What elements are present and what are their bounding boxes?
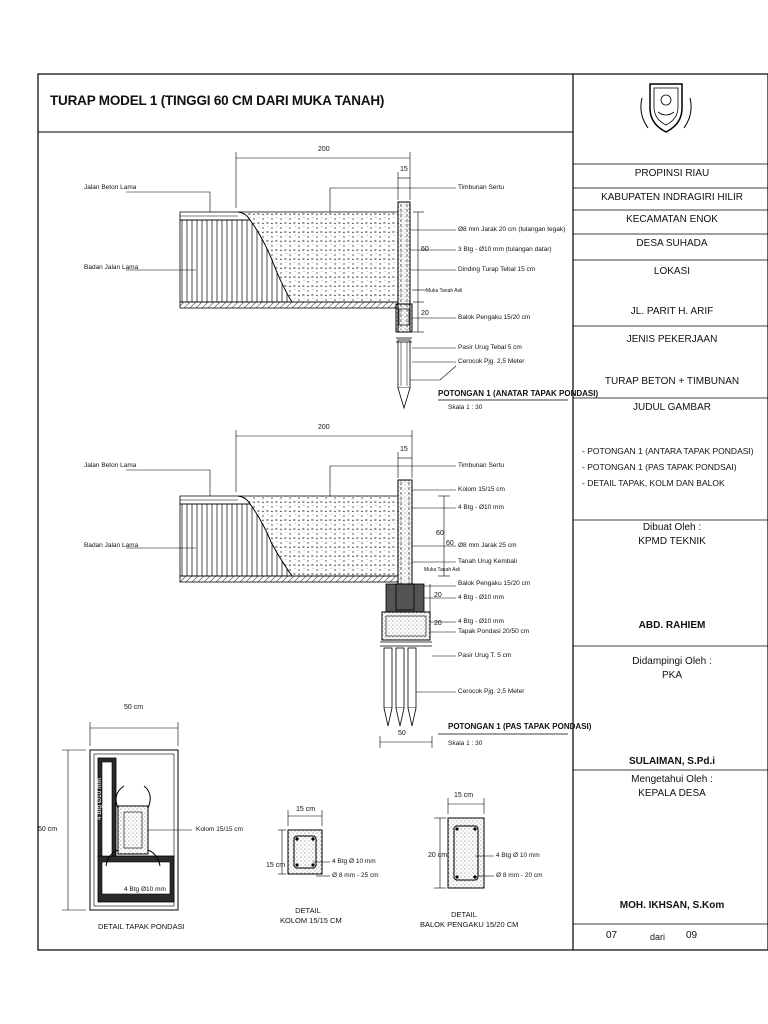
label-beam-stirrup: Ø 8 mm - 20 cm: [496, 872, 543, 879]
label-foot: Tapak Pondasi 20/50 cm: [458, 628, 530, 635]
label-foot-column: Kolom 15/15 cm: [196, 826, 243, 833]
section-2-drawing: [126, 430, 568, 748]
detail-beam-caption-2: BALOK PENGAKU 15/20 CM: [420, 920, 519, 929]
district-text: KECAMATAN ENOK: [626, 214, 718, 225]
section-1-scale: Skala 1 : 30: [448, 404, 483, 411]
sheet-of-text: dari: [650, 932, 666, 942]
dim-wall: 15: [400, 446, 408, 453]
sheet-total: 09: [686, 930, 698, 941]
dim-foot-height: 50 cm: [38, 826, 58, 833]
label-pile: Cerocok Pjg. 2,5 Meter: [458, 688, 525, 695]
dim-col-height: 15 cm: [266, 862, 286, 869]
label-ground: Muka Tanah Asli: [424, 567, 461, 573]
village-text: DESA SUHADA: [636, 238, 708, 249]
label-fill: Timbunan Sertu: [458, 184, 505, 191]
approved-label: Mengetahui Oleh :: [631, 774, 713, 785]
dim-width: 200: [318, 424, 330, 431]
detail-column-caption-1: DETAIL: [295, 906, 321, 915]
dim-base: 50: [398, 730, 406, 737]
label-rebar-h: 3 Btg - Ø10 mm (tulangan datar): [458, 246, 552, 253]
approved-name: MOH. IKHSAN, S.Kom: [619, 900, 725, 911]
detail-column-caption-2: KOLOM 15/15 CM: [280, 916, 342, 925]
dim-beam: 20: [434, 592, 442, 599]
dim-width: 200: [318, 146, 330, 153]
section-1-title: POTONGAN 1 (ANATAR TAPAK PONDASI): [438, 389, 599, 398]
assisted-org: PKA: [661, 670, 682, 681]
sheet-number: 07: [606, 930, 618, 941]
approved-org: KEPALA DESA: [638, 788, 706, 799]
label-column: Kolom 15/15 cm: [458, 486, 505, 493]
made-by-label: Dibuat Oleh :: [642, 522, 702, 533]
label-pile: Cerocok Pjg. 2,5 Meter: [458, 358, 525, 365]
section-2-title: POTONGAN 1 (PAS TAPAK PONDASI): [448, 722, 592, 731]
label-sand: Pasir Urug Tebal 5 cm: [458, 344, 522, 351]
dim-wall: 15: [400, 166, 408, 173]
detail-foot-drawing: [62, 722, 192, 911]
drawing-item: - DETAIL TAPAK, KOLM DAN BALOK: [582, 478, 725, 488]
label-road-body: Badan Jalan Lama: [84, 542, 139, 549]
dim-foot-width: 50 cm: [124, 704, 144, 711]
detail-column-drawing: [278, 810, 330, 877]
regency-emblem: [640, 83, 692, 133]
dim-height-2: 60: [446, 540, 454, 547]
dim-foot: 20: [434, 620, 442, 627]
label-old-road: Jalan Beton Lama: [84, 184, 137, 191]
label-old-road: Jalan Beton Lama: [84, 462, 137, 469]
drawing-item: - POTONGAN 1 (ANTARA TAPAK PONDASI): [582, 446, 754, 456]
label-col-rebar: 4 Btg - Ø10 mm: [458, 504, 504, 511]
dim-col-width: 15 cm: [296, 806, 316, 813]
label-beam: Balok Pengaku 15/20 cm: [458, 314, 531, 321]
label-foot-rebar-h: 4 Btg Ø10 mm: [124, 886, 166, 893]
label-stirrup: Ø8 mm Jarak 25 cm: [458, 542, 517, 549]
label-col-rebar: 4 Btg Ø 10 mm: [332, 858, 376, 865]
drawing-item: - POTONGAN 1 (PAS TAPAK PONDSAI): [582, 462, 737, 472]
label-foot-rebar: 4 Btg - Ø10 mm: [458, 618, 504, 625]
detail-beam-drawing: [434, 798, 494, 889]
made-by-name: ABD. RAHIEM: [638, 620, 706, 631]
dim-height: 60: [436, 530, 444, 537]
dim-beam: 20: [421, 310, 429, 317]
province-text: PROPINSI RIAU: [634, 168, 710, 179]
location-value: JL. PARIT H. ARIF: [630, 306, 714, 317]
label-foot-rebar-v: 4 Btg Ø10 mm: [96, 778, 103, 820]
drawing-title: TURAP MODEL 1 (TINGGI 60 CM DARI MUKA TA…: [50, 93, 385, 108]
label-ground: Muka Tanah Asli: [426, 288, 463, 294]
label-road-body: Badan Jalan Lama: [84, 264, 139, 271]
work-type-label: JENIS PEKERJAAN: [626, 334, 718, 345]
label-sand: Pasir Urug T. 5 cm: [458, 652, 512, 659]
assisted-name: SULAIMAN, S.Pd.i: [628, 756, 716, 767]
location-label: LOKASI: [653, 266, 691, 277]
work-type-value: TURAP BETON + TIMBUNAN: [604, 376, 740, 387]
dim-beam-height: 20 cm: [428, 852, 448, 859]
detail-beam-caption-1: DETAIL: [451, 910, 477, 919]
assisted-label: Didampingi Oleh :: [632, 656, 712, 667]
label-beam-rebar: 4 Btg - Ø10 mm: [458, 594, 504, 601]
section-2-scale: Skala 1 : 30: [448, 740, 483, 747]
label-fill: Timbunan Sertu: [458, 462, 505, 469]
made-by-org: KPMD TEKNIK: [638, 536, 706, 547]
label-backfill: Tanah Urug Kembali: [458, 558, 517, 565]
label-wall: Dinding Turap Tebal 15 cm: [458, 266, 536, 273]
dim-beam-width: 15 cm: [454, 792, 474, 799]
detail-foot-caption: DETAIL TAPAK PONDASI: [98, 922, 185, 931]
section-1-drawing: [126, 152, 568, 410]
regency-text: KABUPATEN INDRAGIRI HILIR: [601, 192, 743, 203]
label-col-stirrup: Ø 8 mm - 25 cm: [332, 872, 379, 879]
label-rebar-v: Ø8 mm Jarak 20 cm (tulangan tegak): [458, 226, 566, 233]
label-beam: Balok Pengaku 15/20 cm: [458, 580, 531, 587]
drawing-title-label: JUDUL GAMBAR: [633, 402, 711, 413]
label-beam-rebar: 4 Btg Ø 10 mm: [496, 852, 540, 859]
dim-height: 60: [421, 246, 429, 253]
